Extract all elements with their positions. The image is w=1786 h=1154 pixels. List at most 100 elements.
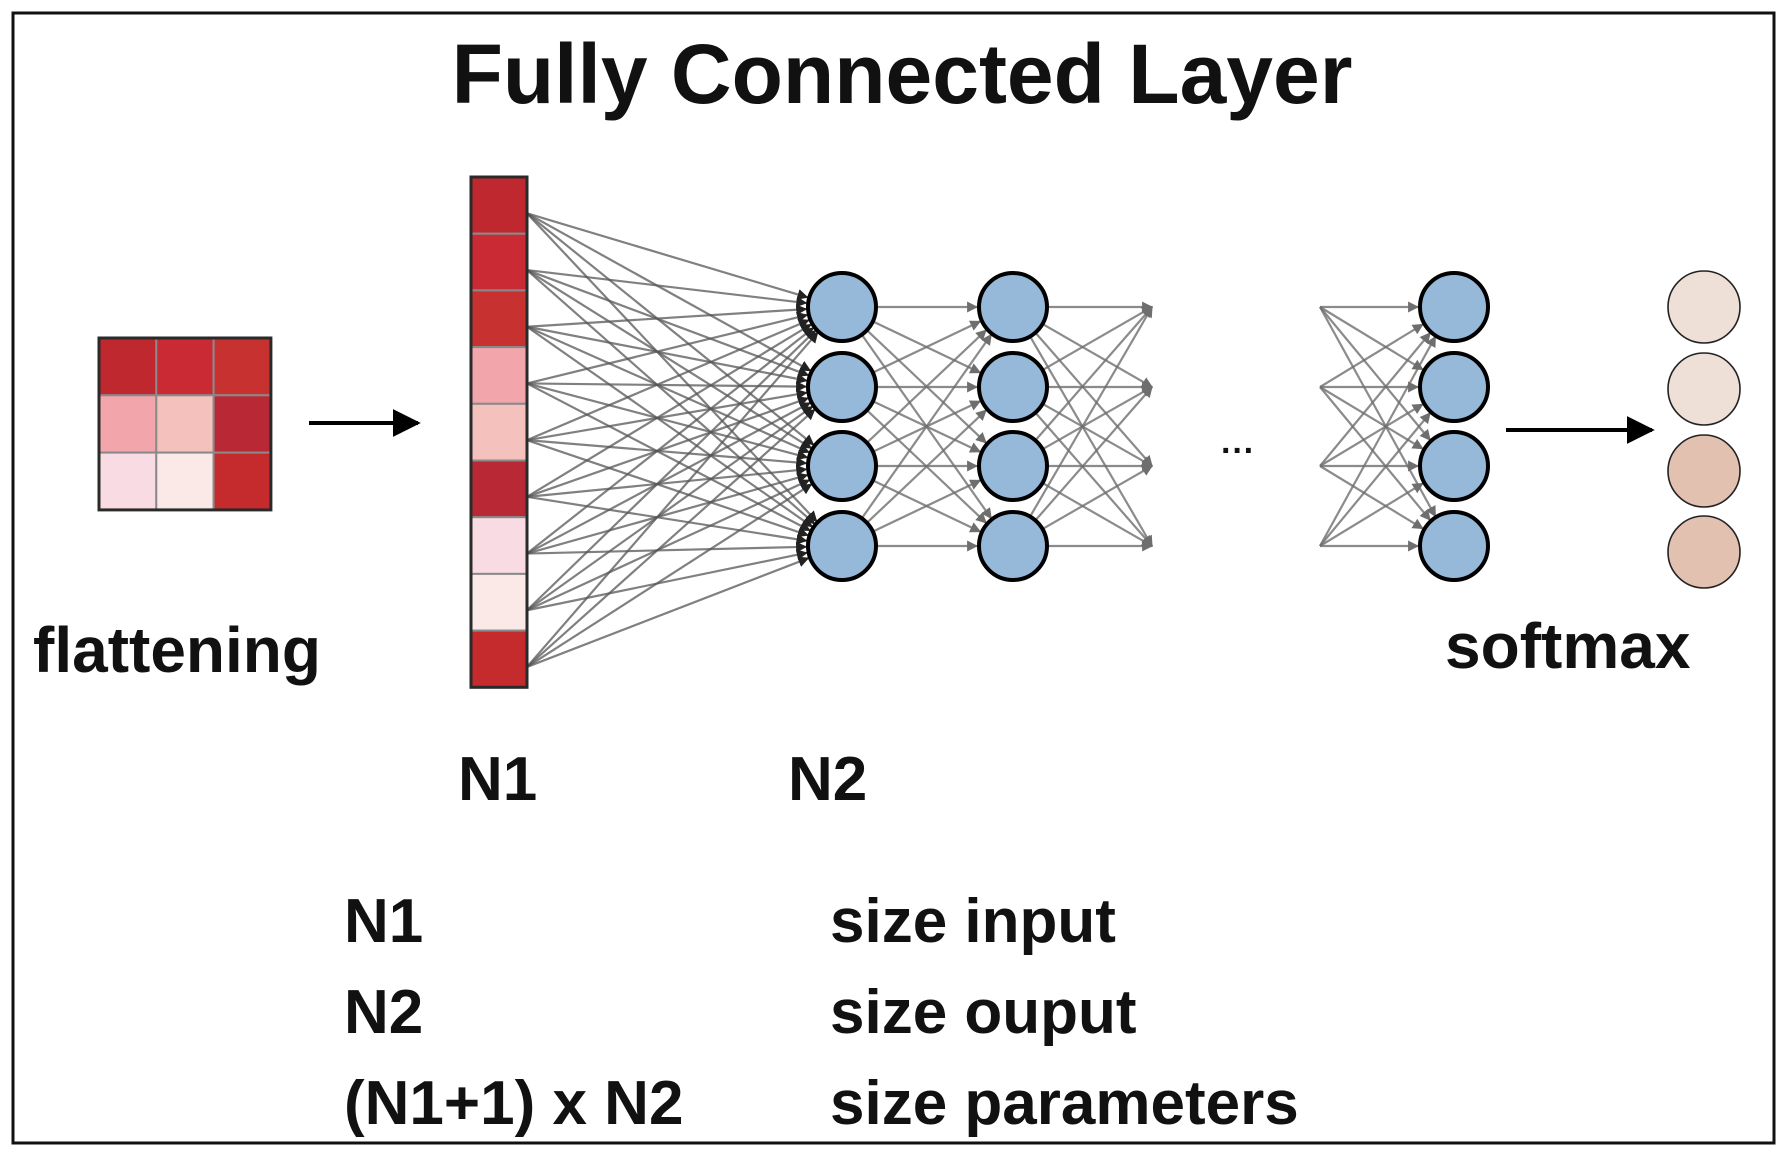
legend-symbol: N2: [344, 978, 423, 1047]
connection-edge: [1319, 323, 1424, 388]
layer1-to-layer2-connections: [860, 301, 993, 552]
connection-edge: [1319, 465, 1424, 530]
connection-edge: [526, 325, 813, 528]
layer2-outgoing-connections: [1029, 301, 1154, 552]
softmax-output-neuron: [1667, 270, 1741, 344]
connection-edge: [526, 405, 814, 612]
connection-edge: [1319, 482, 1424, 547]
flattening-label: flattening: [33, 614, 321, 686]
connection-edge: [1319, 306, 1437, 518]
softmax-output-neuron: [1667, 515, 1741, 589]
connection-edge: [1319, 335, 1437, 547]
connection-edge: [1319, 306, 1424, 371]
connection-edge: [1319, 386, 1424, 450]
connection-edge: [1042, 402, 1153, 467]
legend-description: size parameters: [830, 1069, 1299, 1138]
connection-edge: [526, 549, 808, 612]
n2-label: N2: [788, 745, 867, 814]
matrix-cell: [98, 394, 158, 454]
matrix-cell: [155, 337, 215, 397]
connection-edge: [1034, 411, 1153, 547]
layers-ellipsis: ···: [1221, 432, 1255, 470]
connection-edge: [526, 323, 812, 498]
matrix-cell: [155, 451, 215, 511]
neuron: [1418, 510, 1490, 582]
connection-edge: [526, 556, 810, 668]
diagram-frame: [11, 11, 1776, 1145]
last-layer-incoming-connections: [1319, 301, 1437, 552]
vector-cell: [470, 232, 528, 292]
connection-edge: [1319, 403, 1424, 467]
softmax-outputs: [1667, 270, 1741, 589]
connection-edge: [526, 327, 815, 555]
legend-description: size ouput: [830, 978, 1137, 1047]
connection-edge: [526, 212, 809, 300]
legend-description: size input: [830, 887, 1116, 956]
legend-symbol: N1: [344, 887, 423, 956]
legend: N1 size input N2 size ouput (N1+1) x N2 …: [344, 887, 1299, 1138]
connection-edge: [1034, 386, 1153, 522]
vector-cell: [470, 176, 528, 235]
connection-edge: [872, 320, 982, 374]
diagram-title: Fully Connected Layer: [452, 27, 1353, 121]
connection-edge: [1319, 306, 1431, 441]
neuron: [1418, 430, 1490, 502]
flattened-vector: [469, 175, 529, 689]
matrix-cell: [212, 337, 272, 397]
n1-label: N1: [458, 745, 537, 814]
connection-edge: [1319, 412, 1431, 547]
connection-edge: [526, 331, 819, 668]
vector-cell: [470, 629, 528, 689]
connection-edge: [526, 212, 818, 523]
connection-edge: [1042, 386, 1153, 451]
connection-edge: [526, 269, 816, 525]
connection-edge: [526, 312, 809, 385]
vector-cell: [470, 459, 528, 519]
neuron: [977, 510, 1049, 582]
connection-edge: [526, 212, 815, 446]
connection-edge: [526, 212, 812, 372]
vector-cell: [470, 289, 528, 349]
matrix-cell: [155, 394, 215, 454]
softmax-output-neuron: [1667, 434, 1741, 508]
vector-cell: [470, 572, 528, 632]
matrix-cell: [98, 337, 158, 397]
connection-edge: [526, 408, 816, 668]
connection-edge: [526, 268, 808, 308]
neuron: [806, 271, 878, 343]
connection-edge: [526, 472, 809, 555]
connection-edge: [526, 495, 808, 545]
vector-cell: [470, 516, 528, 575]
connection-edge: [866, 329, 987, 444]
connection-edge: [1029, 306, 1153, 518]
connection-edge: [526, 319, 810, 442]
neuron: [1418, 351, 1490, 423]
softmax-output-neuron: [1667, 352, 1741, 426]
neuron: [977, 430, 1049, 502]
neuron: [977, 271, 1049, 343]
neuron: [806, 351, 878, 423]
connection-edge: [526, 381, 808, 393]
neuron: [977, 351, 1049, 423]
connection-edge: [526, 304, 808, 328]
connection-edge: [1041, 323, 1153, 388]
input-matrix: [97, 336, 273, 512]
vector-cell: [470, 346, 528, 405]
connection-edge: [1041, 306, 1153, 371]
connection-edge: [526, 325, 810, 454]
softmax-label: softmax: [1445, 610, 1691, 682]
input-to-layer1-connections: [526, 212, 819, 668]
matrix-cell: [212, 394, 272, 454]
connection-edge: [1029, 335, 1153, 547]
neuron: [1418, 271, 1490, 343]
connection-edge: [526, 329, 817, 612]
neuron: [806, 430, 878, 502]
connection-edge: [526, 382, 809, 461]
connection-edge: [1034, 331, 1153, 467]
connection-edge: [1319, 386, 1431, 521]
connection-edge: [526, 483, 813, 668]
connection-edge: [526, 479, 811, 612]
connection-edge: [1041, 482, 1153, 547]
connection-edge: [526, 325, 808, 385]
